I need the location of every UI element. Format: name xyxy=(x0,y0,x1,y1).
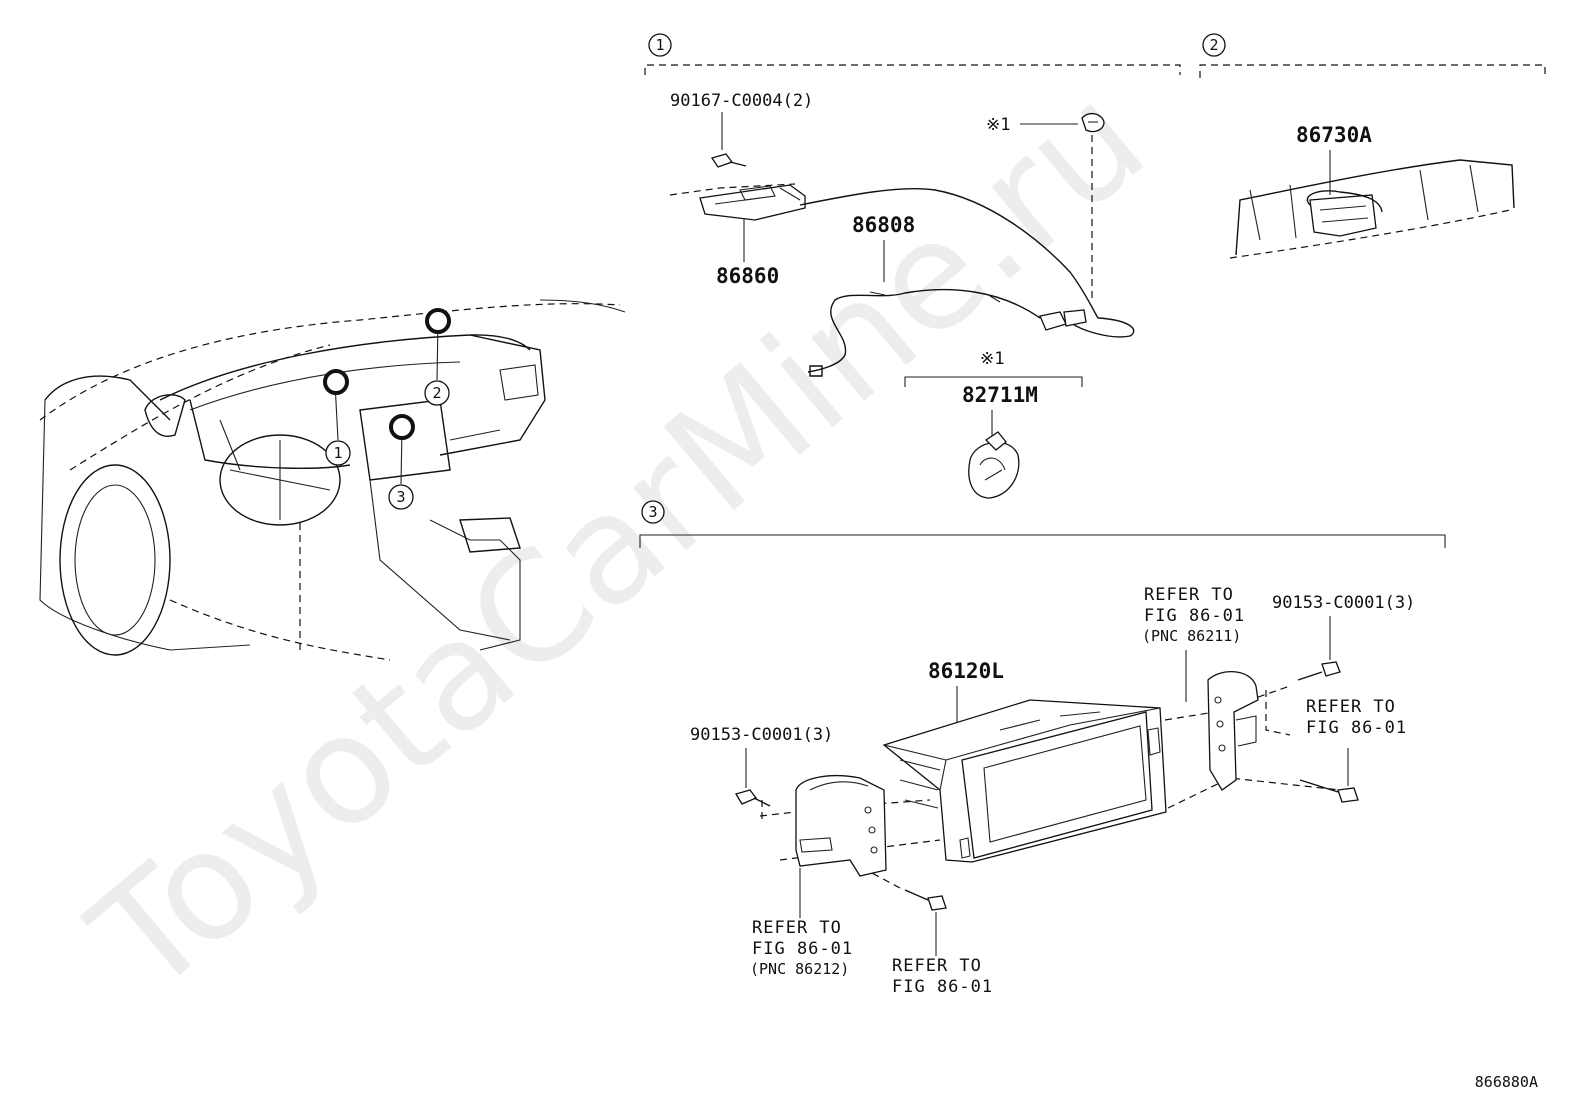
bolt-icon xyxy=(710,153,747,168)
watermark: ToyotaCarMine.ru xyxy=(61,52,1177,1028)
left-mounting-bracket xyxy=(795,775,887,877)
ref-lower-left-line3: (PNC 86212) xyxy=(750,960,849,978)
location-marker-2 xyxy=(425,308,451,334)
section-1: 1 90167-C0004(2) 86860 ※1 86808 xyxy=(644,33,1181,499)
ref-lower-left-line1: REFER TO xyxy=(752,918,842,938)
wire-clamp xyxy=(968,431,1020,499)
figure-code: 866880A xyxy=(1475,1073,1538,1091)
part-label-86120L: 86120L xyxy=(928,659,1004,683)
section-1-label: 1 xyxy=(655,36,664,54)
gps-antenna-panel xyxy=(1229,159,1515,259)
callout-circle-1 xyxy=(325,440,351,466)
part-label-90153-right: 90153-C0001(3) xyxy=(1272,593,1415,613)
ref-upper-line1: REFER TO xyxy=(1144,585,1234,605)
callout-label-3: 3 xyxy=(396,488,405,506)
callout-circle-2 xyxy=(424,380,450,406)
right-mounting-bracket xyxy=(1207,670,1259,791)
section-1-marker xyxy=(648,33,672,57)
note-mark-1b: ※1 xyxy=(980,349,1004,369)
note-bracket xyxy=(904,376,1083,387)
section-2-label: 2 xyxy=(1209,36,1218,54)
ref-upper-line3: (PNC 86211) xyxy=(1142,627,1241,645)
section-1-bracket xyxy=(644,64,1181,75)
callout-label-1: 1 xyxy=(333,444,342,462)
display-receiver-unit xyxy=(882,699,1167,863)
part-label-86860: 86860 xyxy=(716,264,779,288)
ref-lower-left-line2: FIG 86-01 xyxy=(752,939,853,959)
part-label-86730A: 86730A xyxy=(1296,123,1372,147)
section-2: 2 86730A xyxy=(1199,33,1546,259)
ref-right-line2: FIG 86-01 xyxy=(1306,718,1407,738)
bolt-icon-lower xyxy=(904,889,947,911)
wire-harness xyxy=(807,288,1087,377)
section-2-marker xyxy=(1202,33,1226,57)
ref-right-line1: REFER TO xyxy=(1306,697,1396,717)
section-3: 3 REFER TO FIG 86-01 (PNC 86211) 90153-C… xyxy=(639,500,1446,997)
antenna-amplifier xyxy=(699,184,806,221)
part-label-90167-C0004: 90167-C0004(2) xyxy=(670,91,813,111)
part-label-86808: 86808 xyxy=(852,213,915,237)
location-marker-1 xyxy=(323,369,349,395)
callout-circle-3 xyxy=(388,484,414,510)
bolt-icon-right-top xyxy=(1297,661,1341,681)
clip-icon xyxy=(1081,112,1105,133)
section-3-label: 3 xyxy=(648,503,657,521)
ref-lower-mid-line1: REFER TO xyxy=(892,956,982,976)
note-mark-1a: ※1 xyxy=(986,115,1010,135)
bolt-icon-left xyxy=(735,789,771,807)
dashboard-overview: 1 2 3 xyxy=(39,299,626,661)
ref-lower-mid-line2: FIG 86-01 xyxy=(892,977,993,997)
location-marker-3 xyxy=(389,414,415,440)
bolt-icon-right-lower xyxy=(1299,779,1359,803)
part-label-90153-left: 90153-C0001(3) xyxy=(690,725,833,745)
section-3-bracket xyxy=(639,534,1446,548)
ref-upper-line2: FIG 86-01 xyxy=(1144,606,1245,626)
section-2-bracket xyxy=(1199,64,1546,78)
part-label-82711M: 82711M xyxy=(962,383,1038,407)
callout-label-2: 2 xyxy=(432,384,441,402)
section-3-marker xyxy=(641,500,665,524)
